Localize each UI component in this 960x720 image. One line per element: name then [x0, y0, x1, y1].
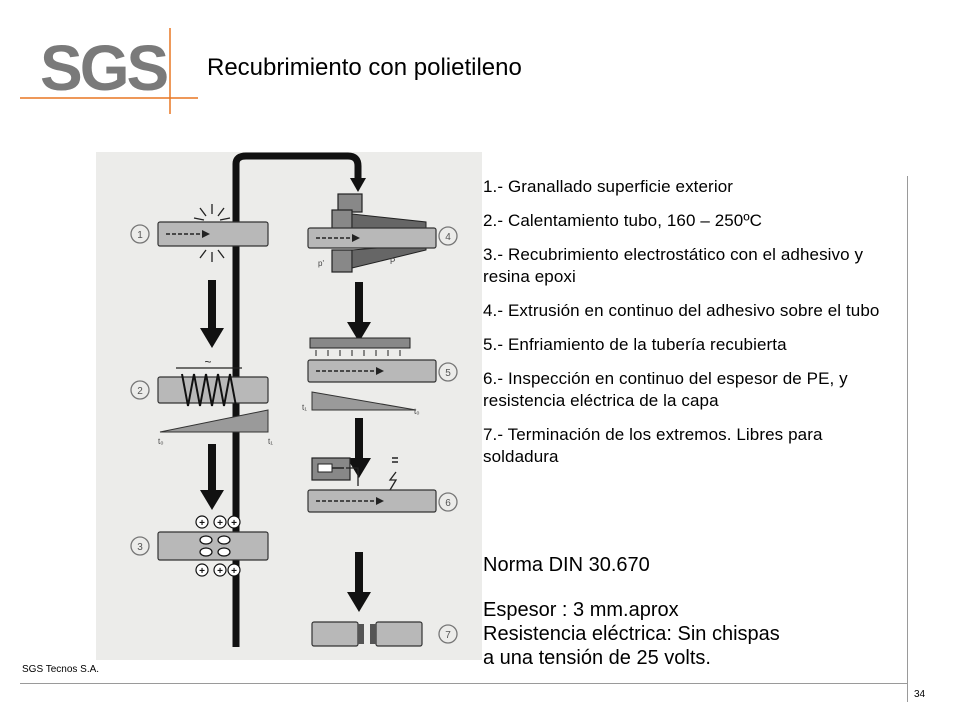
process-diagram: 1 2 ~ t₀ t₁ 3 — [96, 152, 482, 660]
logo-text: SGS — [40, 32, 167, 104]
svg-text:+: + — [231, 518, 237, 529]
step-item-1: 1.- Granallado superficie exterior — [483, 177, 734, 196]
step-7-figure: 7 — [311, 621, 458, 647]
label-t0-a: t₀ — [158, 437, 164, 446]
label-t0-b: t₀ — [414, 407, 420, 416]
loop-arrowhead — [350, 178, 366, 192]
arrow-5-6 — [347, 458, 371, 478]
step-item-4: 4.- Extrusión en continuo del adhesivo s… — [483, 301, 880, 320]
step-6-number: 6 — [445, 498, 451, 509]
tension-text: a una tensión de 25 volts. — [483, 647, 711, 669]
right-divider — [907, 176, 908, 702]
step-item-6: 6.- Inspección en continuo del espesor d… — [483, 369, 848, 410]
label-t1-b: t₁ — [302, 403, 307, 412]
resistencia-text: Resistencia eléctrica: Sin chispas — [483, 623, 780, 645]
svg-text:+: + — [217, 518, 223, 529]
spec-block: Espesor : 3 mm.aprox Resistencia eléctri… — [483, 598, 780, 670]
arrow-6-7 — [347, 592, 371, 612]
espesor-text: Espesor : 3 mm.aprox — [483, 599, 679, 621]
svg-text:+: + — [199, 566, 205, 577]
arrow-4-5 — [347, 322, 371, 342]
arrow-1-2 — [200, 328, 224, 348]
step-item-7: 7.- Terminación de los extremos. Libres … — [483, 425, 823, 466]
step-5-number: 5 — [445, 368, 451, 379]
step-item-5: 5.- Enfriamiento de la tubería recubiert… — [483, 335, 787, 354]
process-steps-list: 1.- Granallado superficie exterior 2.- C… — [483, 176, 893, 480]
step-2-number: 2 — [137, 386, 143, 397]
step-6-figure: 6 — [307, 457, 458, 513]
loop-conduit — [232, 152, 362, 647]
footer-divider — [20, 683, 908, 684]
step-item-2: 2.- Calentamiento tubo, 160 – 250ºC — [483, 211, 763, 230]
slide-title: Recubrimiento con polietileno — [207, 54, 522, 81]
step-7-number: 7 — [445, 630, 451, 641]
label-p-big: P — [390, 257, 395, 266]
step-item-3: 3.- Recubrimiento electrostático con el … — [483, 245, 864, 286]
svg-text:+: + — [217, 566, 223, 577]
sgs-logo: SGS — [20, 28, 198, 114]
step-3-figure: 3 + + + + + + — [130, 515, 269, 577]
step-5-figure: t₁ t₀ 5 — [302, 337, 458, 416]
step-3-number: 3 — [137, 542, 143, 553]
step-1-number: 1 — [137, 230, 143, 241]
label-t1-a: t₁ — [268, 437, 273, 446]
step-4-figure: p' P 4 — [307, 193, 458, 273]
svg-text:~: ~ — [204, 355, 211, 369]
svg-text:+: + — [199, 518, 205, 529]
step-1-figure: 1 — [130, 204, 269, 262]
norma-text: Norma DIN 30.670 — [483, 554, 650, 576]
svg-text:+: + — [231, 566, 237, 577]
label-p-small: p' — [318, 259, 324, 268]
footer-company: SGS Tecnos S.A. — [22, 664, 100, 675]
step-4-number: 4 — [445, 232, 451, 243]
page-number: 34 — [914, 689, 926, 700]
step-2-figure: 2 ~ t₀ t₁ — [130, 355, 273, 446]
arrow-2-3 — [200, 490, 224, 510]
